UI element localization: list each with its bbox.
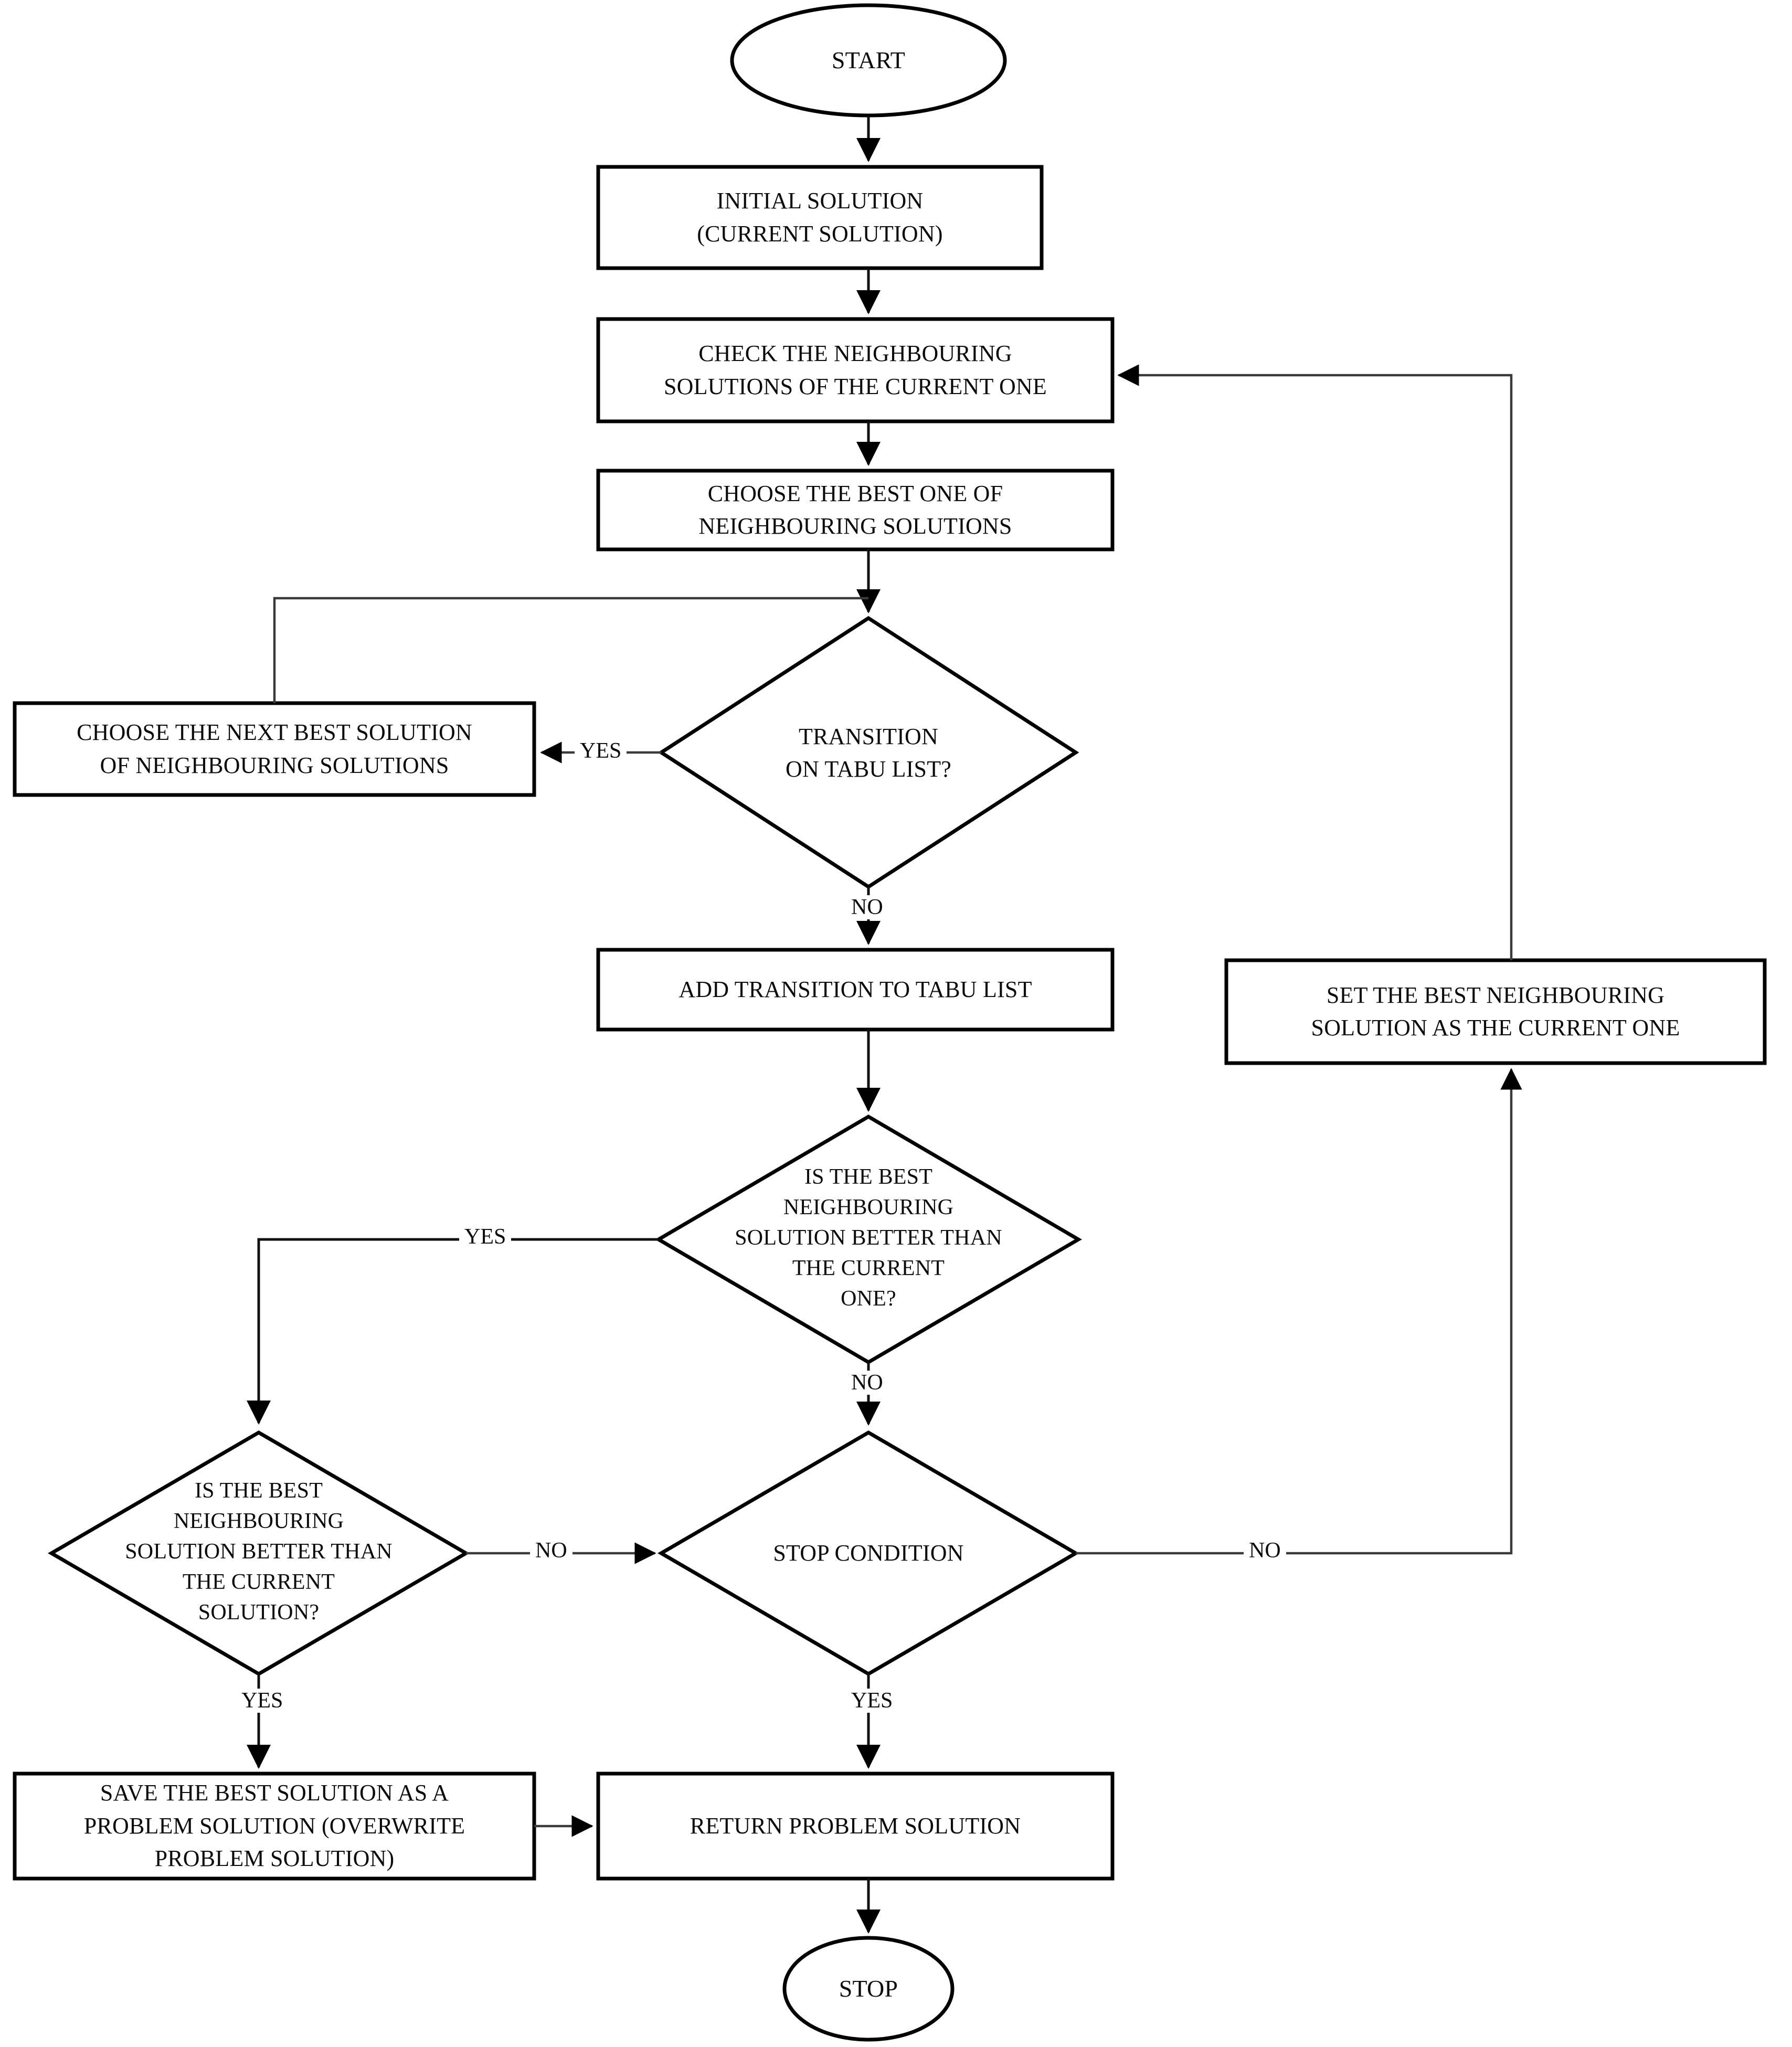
hit-tabu-check[interactable] xyxy=(661,618,1076,887)
node-check-neighbouring[interactable] xyxy=(596,317,1115,423)
hit-initial-solution[interactable] xyxy=(598,167,1042,268)
edge-stop-condition-no-to-set-current xyxy=(1076,1068,1522,1555)
hit-set-current[interactable] xyxy=(1226,960,1765,1063)
hit-stop-condition[interactable] xyxy=(661,1433,1076,1674)
hit-check-neighbouring[interactable] xyxy=(598,319,1112,421)
node-set-current[interactable] xyxy=(1224,958,1767,1065)
hit-return-problem-solution[interactable] xyxy=(598,1774,1112,1879)
node-save-best-solution[interactable] xyxy=(13,1772,536,1881)
hit-save-best-solution[interactable] xyxy=(15,1774,534,1879)
node-add-transition[interactable] xyxy=(596,948,1115,1032)
hit-better-than-current-one[interactable] xyxy=(659,1117,1078,1362)
node-choose-next-best[interactable] xyxy=(13,701,536,797)
node-start[interactable] xyxy=(730,3,1007,118)
node-choose-best[interactable] xyxy=(596,469,1115,551)
node-return-problem-solution[interactable] xyxy=(596,1772,1115,1881)
edge-choose-next-best-loopback xyxy=(273,597,868,703)
hit-add-transition[interactable] xyxy=(598,950,1112,1030)
edge-set-current-to-check xyxy=(1117,364,1513,960)
hit-start[interactable] xyxy=(732,5,1005,115)
node-stop[interactable] xyxy=(782,1936,955,2042)
hit-choose-next-best[interactable] xyxy=(15,703,534,795)
hit-stop[interactable] xyxy=(784,1938,952,2040)
hit-better-than-current-solution[interactable] xyxy=(51,1433,466,1674)
node-initial-solution[interactable] xyxy=(596,165,1044,270)
edge-better-one-yes-to-better-solution xyxy=(247,1238,659,1425)
hit-choose-best[interactable] xyxy=(598,471,1112,549)
